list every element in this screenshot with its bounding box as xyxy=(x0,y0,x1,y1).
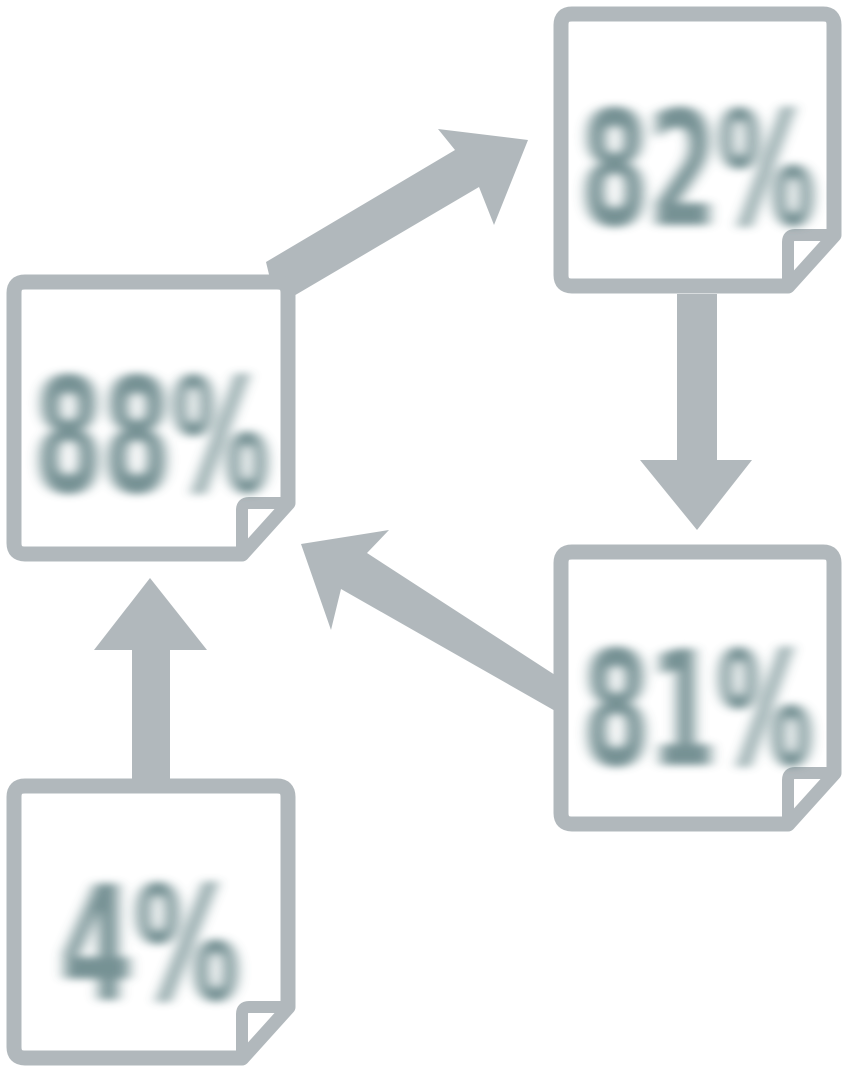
card-frame xyxy=(553,6,842,294)
card-value: 4% xyxy=(60,851,240,1038)
card-middle-right: 81% xyxy=(553,544,842,832)
page-fold-icon xyxy=(236,497,294,560)
card-bottom-left: 4% xyxy=(6,778,296,1066)
arrows xyxy=(94,129,752,782)
arrow-middle-right-to-middle-left xyxy=(301,530,557,712)
card-frame xyxy=(553,544,842,832)
card-middle-left: 88% xyxy=(6,274,296,562)
card-frame xyxy=(6,778,296,1066)
card-frame xyxy=(6,274,296,562)
page-fold-icon xyxy=(782,767,840,830)
card-top-right: 82% xyxy=(553,6,842,294)
arrow-middle-left-to-top-right xyxy=(266,129,528,297)
card-value: 82% xyxy=(581,76,816,263)
card-value: 81% xyxy=(583,616,813,803)
page-fold-icon xyxy=(236,1001,294,1064)
page-fold-icon xyxy=(782,229,840,292)
arrow-top-right-to-middle-right xyxy=(640,294,752,530)
arrow-bottom-left-to-middle-left xyxy=(94,578,207,782)
card-value: 88% xyxy=(35,343,270,530)
